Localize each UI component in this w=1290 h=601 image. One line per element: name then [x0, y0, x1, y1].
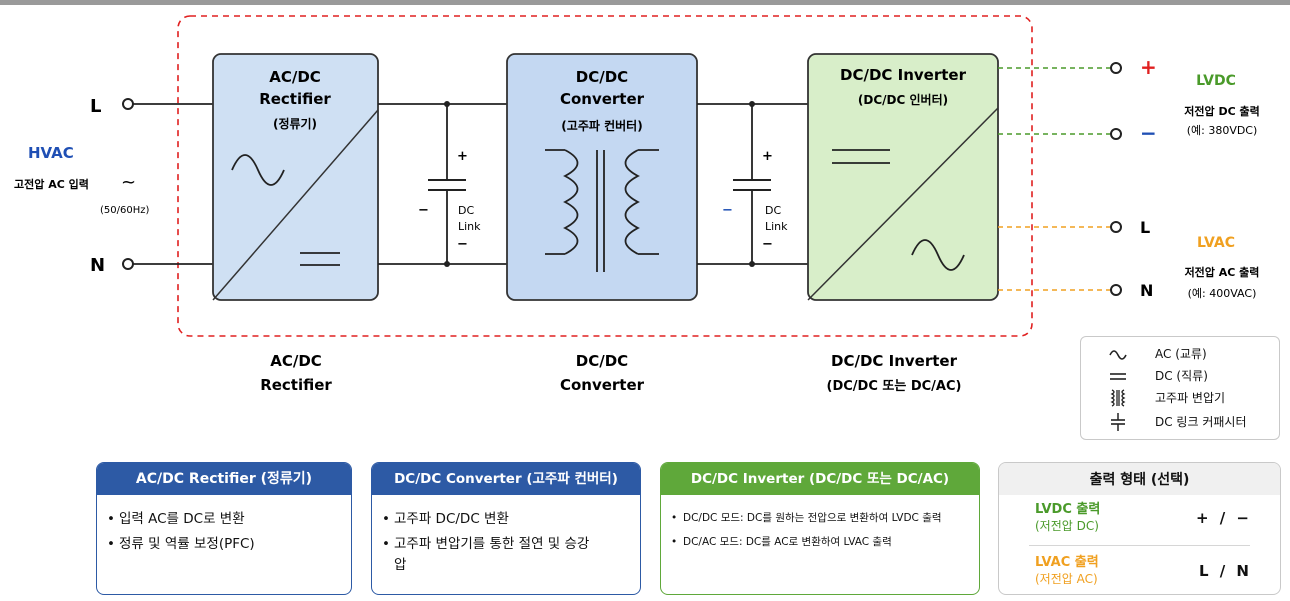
- hvac-description: 고전압 AC 입력: [14, 177, 89, 191]
- output-row-lvdc: LVDC 출력 (저전압 DC) + / −: [999, 497, 1280, 541]
- dc-lines-icon: [1110, 373, 1126, 380]
- converter-card-list: 고주파 DC/DC 변환 고주파 변압기를 통한 절연 및 승강압: [372, 509, 640, 576]
- rectifier-diagonal: [212, 109, 379, 301]
- lvdc-output-symbol: + / −: [1195, 509, 1252, 527]
- lvac-output-label: LVAC 출력: [1035, 555, 1099, 570]
- input-n-label: N: [90, 255, 105, 276]
- dc-link-2-plus: +: [762, 149, 773, 164]
- lvac-output-symbol: L / N: [1198, 562, 1252, 580]
- converter-card-title: DC/DC Converter (고주파 컨버터): [372, 463, 640, 495]
- hvac-tilde: ~: [121, 172, 136, 193]
- output-divider: [1029, 545, 1250, 546]
- converter-info-card: DC/DC Converter (고주파 컨버터) 고주파 DC/DC 변환 고…: [371, 462, 641, 595]
- converter-block: [506, 53, 698, 301]
- stage-label-rectifier-2: Rectifier: [260, 376, 332, 394]
- stage-label-rectifier-1: AC/DC: [270, 352, 322, 370]
- input-l-terminal: [122, 98, 134, 110]
- dc-link-2-left-minus: −: [722, 203, 733, 218]
- inverter-title: DC/DC Inverter: [840, 66, 967, 84]
- rectifier-subtitle: (정류기): [273, 116, 317, 131]
- legend-label-ac: AC (교류): [1155, 347, 1207, 361]
- stage-label-converter-2: Converter: [560, 376, 645, 394]
- rectifier-info-card: AC/DC Rectifier (정류기) 입력 AC를 DC로 변환 정류 및…: [96, 462, 352, 595]
- rectifier-title-1: AC/DC: [269, 68, 321, 86]
- stage-label-converter-1: DC/DC: [576, 352, 628, 370]
- inverter-card-list: DC/DC 모드: DC를 원하는 전압으로 변환하여 LVDC 출력 DC/A…: [661, 509, 979, 551]
- top-bar: [0, 0, 1290, 5]
- converter-boundary: [177, 15, 1033, 337]
- legend-box: AC (교류) DC (직류) 고주파 변압기: [1080, 336, 1280, 440]
- dc-link-1-left-minus: −: [418, 203, 429, 218]
- legend-item-ac: AC (교류): [1081, 343, 1279, 365]
- lvac-output-sub: (저전압 AC): [1035, 572, 1098, 586]
- input-l-label: L: [90, 96, 101, 117]
- converter-subtitle: (고주파 컨버터): [561, 118, 642, 133]
- lvac-value: (예: 400VAC): [1188, 287, 1257, 300]
- lvdc-description: 저전압 DC 출력: [1184, 104, 1259, 118]
- transformer-icon: [545, 149, 659, 272]
- transformer-icon: [1110, 389, 1126, 407]
- hvac-frequency: (50/60Hz): [100, 205, 149, 216]
- legend-label-transformer: 고주파 변압기: [1155, 391, 1226, 405]
- hvac-title: HVAC: [28, 144, 74, 162]
- dc-link-2-label-1: DC: [765, 204, 781, 217]
- dc-link-2-minus: −: [762, 237, 773, 252]
- capacitor-icon: [1111, 413, 1125, 431]
- lvac-l-terminal: [1110, 221, 1122, 233]
- inverter-card-item: DC/AC 모드: DC를 AC로 변환하여 LVAC 출력: [671, 533, 979, 551]
- legend-item-transformer: 고주파 변압기: [1081, 387, 1279, 409]
- legend-label-dc: DC (직류): [1155, 369, 1208, 383]
- dc-link-1-label-1: DC: [458, 204, 474, 217]
- lvac-n-label: N: [1140, 281, 1153, 300]
- rectifier-card-item: 정류 및 역률 보정(PFC): [107, 534, 351, 555]
- inverter-subtitle: (DC/DC 인버터): [858, 92, 948, 107]
- inverter-card-title: DC/DC Inverter (DC/DC 또는 DC/AC): [661, 463, 979, 495]
- lvac-title: LVAC: [1197, 235, 1235, 251]
- inverter-info-card: DC/DC Inverter (DC/DC 또는 DC/AC) DC/DC 모드…: [660, 462, 980, 595]
- converter-card-item: 고주파 변압기를 통한 절연 및 승강압: [382, 534, 592, 576]
- dc-link-1-plus: +: [457, 149, 468, 164]
- lvdc-output-label: LVDC 출력: [1035, 502, 1101, 517]
- stage-label-inverter-1: DC/DC Inverter: [831, 352, 958, 370]
- lvac-description: 저전압 AC 출력: [1185, 265, 1260, 279]
- inverter-diagonal: [807, 107, 999, 301]
- rectifier-card-item: 입력 AC를 DC로 변환: [107, 509, 351, 530]
- converter-card-item: 고주파 DC/DC 변환: [382, 509, 592, 530]
- stage-label-inverter-2: (DC/DC 또는 DC/AC): [827, 379, 962, 394]
- converter-title-2: Converter: [560, 90, 645, 108]
- lvdc-minus-sign: −: [1140, 121, 1157, 145]
- inverter-card-item: DC/DC 모드: DC를 원하는 전압으로 변환하여 LVDC 출력: [671, 509, 979, 527]
- dc-link-1-minus: −: [457, 237, 468, 252]
- lvdc-plus-sign: +: [1140, 55, 1157, 79]
- lvac-l-label: L: [1140, 218, 1150, 237]
- rectifier-block: [212, 53, 379, 301]
- inverter-block: [807, 53, 999, 301]
- legend-label-capacitor: DC 링크 커패시터: [1155, 415, 1247, 429]
- output-type-card: 출력 형태 (선택) LVDC 출력 (저전압 DC) + / − LVAC 출…: [998, 462, 1281, 595]
- converter-title-1: DC/DC: [576, 68, 628, 86]
- rectifier-title-2: Rectifier: [259, 90, 331, 108]
- input-n-terminal: [122, 258, 134, 270]
- lvdc-minus-terminal: [1110, 128, 1122, 140]
- rectifier-card-list: 입력 AC를 DC로 변환 정류 및 역률 보정(PFC): [97, 509, 351, 555]
- dc-link-2-label-2: Link: [765, 220, 788, 233]
- lvdc-value: (예: 380VDC): [1187, 124, 1258, 137]
- legend-item-dc: DC (직류): [1081, 365, 1279, 387]
- output-row-lvac: LVAC 출력 (저전압 AC) L / N: [999, 550, 1280, 594]
- lvdc-title: LVDC: [1196, 73, 1236, 89]
- rectifier-ac-icon: [231, 154, 285, 186]
- rectifier-card-title: AC/DC Rectifier (정류기): [97, 463, 351, 495]
- lvdc-plus-terminal: [1110, 62, 1122, 74]
- dc-link-1-label-2: Link: [458, 220, 481, 233]
- output-card-title: 출력 형태 (선택): [999, 463, 1280, 495]
- ac-wave-icon: [1109, 350, 1127, 360]
- legend-item-capacitor: DC 링크 커패시터: [1081, 411, 1279, 433]
- lvac-n-terminal: [1110, 284, 1122, 296]
- inverter-ac-icon: [911, 239, 965, 271]
- lvdc-output-sub: (저전압 DC): [1035, 519, 1099, 533]
